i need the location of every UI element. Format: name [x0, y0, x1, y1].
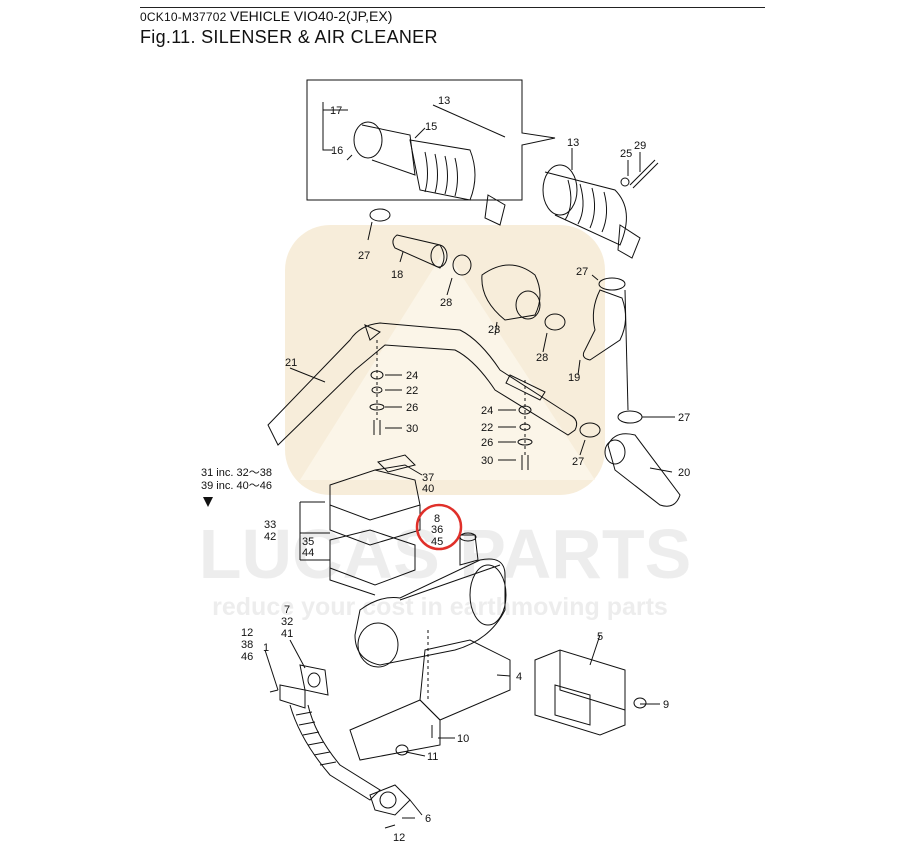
cover-5 [534, 634, 660, 736]
hose-19 [577, 274, 675, 424]
callout-15: 15 [425, 121, 437, 133]
callout-4: 4 [516, 671, 522, 683]
callout-32: 32 [281, 616, 293, 628]
callout-36: 36 [431, 524, 443, 536]
heat-shields [299, 454, 423, 596]
callout-27-c: 27 [572, 456, 584, 468]
callout-labels: 13 15 17 16 13 25 29 27 18 28 23 27 19 2… [201, 95, 690, 844]
callout-29: 29 [634, 140, 646, 152]
vehicle-model: VEHICLE VIO40-2(JP,EX) [230, 8, 393, 24]
callout-1: 1 [263, 642, 269, 654]
muffler [354, 532, 507, 668]
callout-11: 11 [427, 751, 438, 763]
note-inc-31: 31 inc. 32～38 [201, 467, 272, 479]
watermark: LUCAS PARTS reduce your cost in earthmov… [199, 225, 692, 621]
callout-13: 13 [567, 137, 579, 149]
callout-9: 9 [663, 699, 669, 711]
tailpipe-20 [604, 433, 681, 507]
callout-42: 42 [264, 531, 276, 543]
callout-33: 33 [264, 519, 276, 531]
callout-23: 23 [488, 324, 500, 336]
callout-24-b: 24 [481, 405, 493, 417]
callout-30-b: 30 [481, 455, 493, 467]
callout-16: 16 [331, 145, 343, 157]
callout-22-b: 22 [481, 422, 493, 434]
callout-30-a: 30 [406, 423, 418, 435]
callout-6: 6 [425, 813, 431, 825]
callout-25: 25 [620, 148, 632, 160]
fastener-stack-left [369, 340, 402, 435]
callout-24-a: 24 [406, 370, 418, 382]
document-code: 0CK10-M37702 [140, 10, 227, 24]
callout-44: 44 [302, 547, 314, 559]
callout-21: 21 [285, 357, 297, 369]
callout-26-b: 26 [481, 437, 493, 449]
clamp-27-and-pipe-18 [367, 208, 472, 296]
callout-22-a: 22 [406, 385, 418, 397]
callout-38: 38 [241, 639, 253, 651]
callout-37: 37 [422, 472, 434, 484]
callout-46: 46 [241, 651, 253, 663]
callout-18: 18 [391, 269, 403, 281]
callout-10: 10 [457, 733, 469, 745]
callout-12-b: 12 [393, 832, 405, 844]
note-inc-39: 39 inc. 40～46 [201, 480, 272, 492]
callout-40: 40 [422, 483, 434, 495]
callout-19: 19 [568, 372, 580, 384]
bracket-4 [349, 630, 511, 761]
callout-28-a: 28 [440, 297, 452, 309]
watermark-tagline: reduce your cost in earthmoving parts [212, 593, 668, 621]
callout-8: 8 [434, 513, 440, 525]
inset-box [306, 79, 556, 226]
flex-pipe-1 [264, 639, 411, 829]
callout-7: 7 [284, 604, 290, 616]
callout-5: 5 [597, 631, 603, 643]
callout-41: 41 [281, 628, 293, 640]
callout-45: 45 [431, 536, 443, 548]
header-rule [140, 7, 765, 8]
elbow-23 [481, 264, 566, 353]
callout-27-b: 27 [576, 266, 588, 278]
callout-12-a: 12 [241, 627, 253, 639]
callout-20: 20 [678, 467, 690, 479]
highlight-circle [415, 503, 463, 551]
callout-13-inset: 13 [438, 95, 450, 107]
inc-pointer-icon [203, 497, 213, 507]
watermark-brand: LUCAS PARTS [199, 515, 692, 593]
air-cleaner-13 [542, 148, 659, 259]
bolts-10-11 [395, 737, 455, 819]
callout-17: 17 [330, 105, 342, 117]
fastener-stack-right [498, 380, 601, 470]
pipe-21 [267, 322, 578, 446]
callout-35: 35 [302, 536, 314, 548]
callout-27-a: 27 [358, 250, 370, 262]
callout-28-b: 28 [536, 352, 548, 364]
figure-title: Fig.11. SILENSER & AIR CLEANER [140, 27, 438, 47]
callout-26-a: 26 [406, 402, 418, 414]
callout-27-d: 27 [678, 412, 690, 424]
